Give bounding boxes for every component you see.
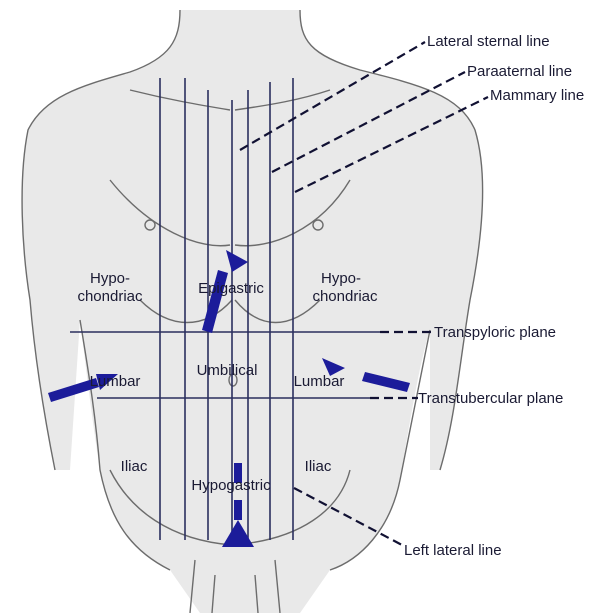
region-lumbar-right: Lumbar bbox=[294, 373, 345, 390]
region-hypochondriac-right-line1: Hypo- bbox=[321, 270, 361, 287]
region-hypochondriac-left-line2: chondriac bbox=[77, 288, 143, 305]
label-left-lateral-line: Left lateral line bbox=[404, 542, 502, 559]
region-iliac-right: Iliac bbox=[305, 458, 332, 475]
region-epigastric: Epigastric bbox=[198, 280, 264, 297]
label-mammary-line: Mammary line bbox=[490, 87, 584, 104]
region-lumbar-left: Lumbar bbox=[90, 373, 141, 390]
region-iliac-left: Iliac bbox=[121, 458, 148, 475]
region-hypochondriac-right-line2: chondriac bbox=[312, 288, 378, 305]
label-lateral-sternal-line: Lateral sternal line bbox=[427, 33, 550, 50]
region-hypochondriac-left-line1: Hypo- bbox=[90, 270, 130, 287]
arrow-shaft-hypogastric-bottom bbox=[234, 500, 242, 520]
label-parasternal-line: Paraaternal line bbox=[467, 63, 572, 80]
torso-illustration bbox=[22, 10, 483, 613]
label-transpyloric-plane: Transpyloric plane bbox=[434, 324, 556, 341]
region-umbilical: Umbilical bbox=[197, 362, 258, 379]
region-hypogastric: Hypogastric bbox=[191, 477, 271, 494]
label-transtubercular-plane: Transtubercular plane bbox=[418, 390, 563, 407]
